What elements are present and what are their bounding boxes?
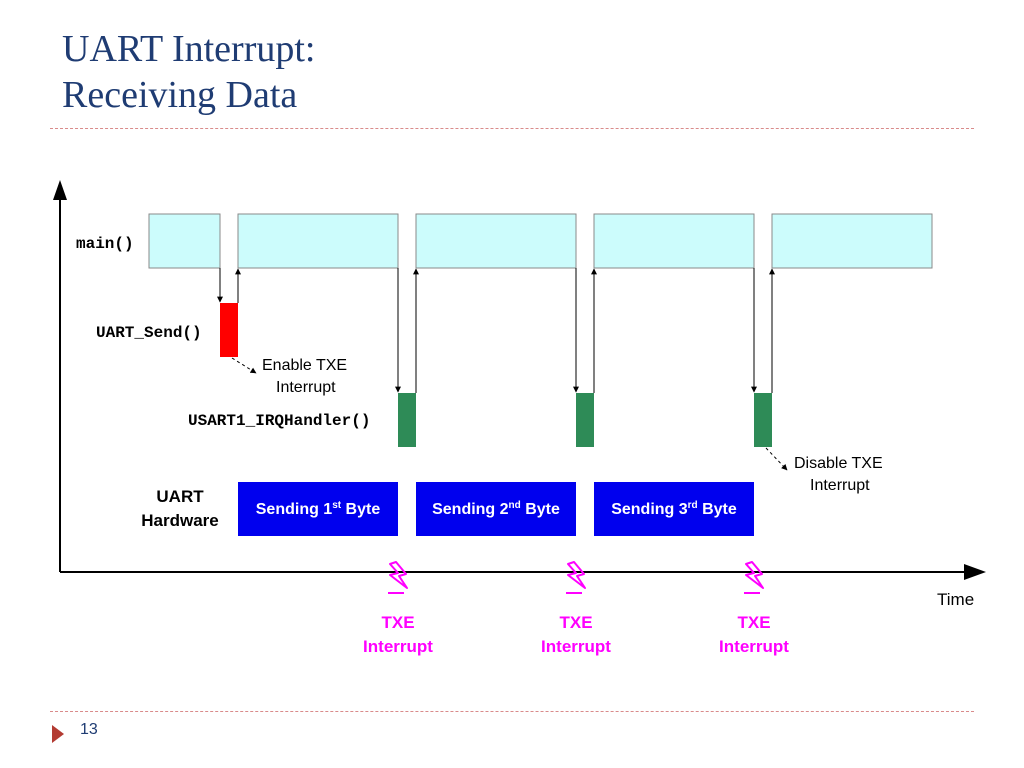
sending-block-2-rect [416, 482, 576, 536]
footer-triangle-icon [52, 725, 64, 743]
lane-label-hardware-line2: Hardware [141, 511, 218, 530]
sending-block-1-label: Sending 1st Byte [256, 500, 381, 518]
disable-txe-label-line1: Disable TXE [794, 455, 883, 472]
uart-send-block [220, 303, 238, 357]
disable-txe-label-line2: Interrupt [810, 477, 870, 494]
lane-label-irq-handler: USART1_IRQHandler() [188, 412, 370, 430]
txe-interrupt-3: TXE Interrupt [719, 561, 789, 656]
timing-diagram: Time main() UART_Send() USART1_IRQHandle… [53, 180, 986, 656]
slide-title-line1: UART Interrupt: [62, 28, 316, 70]
time-axis-arrowhead [964, 564, 986, 580]
sending-block-2: Sending 2nd Byte [416, 482, 576, 536]
enable-txe-label-line2: Interrupt [276, 379, 336, 396]
lightning-icon [389, 561, 408, 589]
lightning-icon [745, 561, 764, 589]
main-block [237, 213, 399, 269]
lane-label-main: main() [76, 235, 134, 253]
enable-txe-pointer [231, 357, 257, 374]
txe-interrupt-2: TXE Interrupt [541, 561, 611, 656]
main-block [415, 213, 577, 269]
txe-interrupt-1: TXE Interrupt [363, 561, 433, 656]
sending-block-3-label: Sending 3rd Byte [611, 500, 737, 518]
txe-interrupt-label-line1: TXE [559, 613, 592, 632]
txe-interrupt-label-line2: Interrupt [541, 637, 611, 656]
sending-block-2-label: Sending 2nd Byte [432, 500, 560, 518]
y-axis-arrowhead [53, 180, 67, 200]
lane-label-hardware-line1: UART [156, 487, 204, 506]
txe-interrupt-label-line2: Interrupt [719, 637, 789, 656]
bottom-divider [50, 711, 974, 712]
sending-block-3-rect [594, 482, 754, 536]
slide-title-line2: Receiving Data [62, 74, 298, 116]
time-axis-label: Time [937, 590, 974, 609]
enable-txe-label-line1: Enable TXE [262, 357, 347, 374]
main-block [771, 213, 933, 269]
irq-handler-block [754, 393, 772, 447]
slide-title: UART Interrupt: Receiving Data [62, 26, 315, 118]
sending-block-3: Sending 3rd Byte [594, 482, 754, 536]
top-divider [50, 128, 974, 129]
main-block [148, 213, 221, 269]
lightning-icon [567, 561, 586, 589]
page-number: 13 [80, 721, 98, 738]
txe-interrupt-label-line1: TXE [381, 613, 414, 632]
main-block [593, 213, 755, 269]
disable-txe-pointer [765, 447, 788, 471]
irq-handler-block [398, 393, 416, 447]
sending-block-1: Sending 1st Byte [238, 482, 398, 536]
txe-interrupt-label-line2: Interrupt [363, 637, 433, 656]
txe-interrupt-label-line1: TXE [737, 613, 770, 632]
irq-handler-block [576, 393, 594, 447]
sending-block-1-rect [238, 482, 398, 536]
lane-label-uart-send: UART_Send() [96, 324, 202, 342]
